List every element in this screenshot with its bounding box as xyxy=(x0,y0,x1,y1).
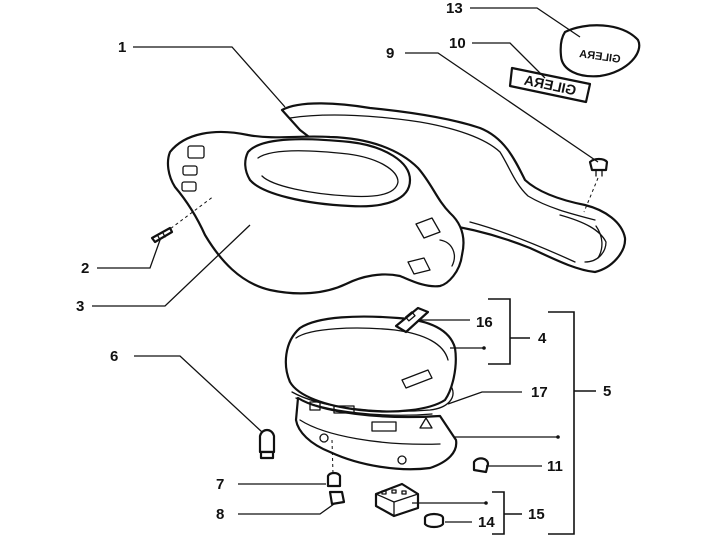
callout-4: 4 xyxy=(538,330,547,347)
callout-10: 10 xyxy=(449,35,466,52)
part-8-holder xyxy=(328,490,346,506)
callout-7: 7 xyxy=(216,476,224,493)
part-13-badge: GILERA xyxy=(559,24,641,78)
callout-17: 17 xyxy=(531,384,548,401)
callout-16: 16 xyxy=(476,314,493,331)
callout-3: 3 xyxy=(76,298,84,315)
part-16-small-cover xyxy=(394,306,430,334)
callout-9: 9 xyxy=(386,45,394,62)
callout-14: 14 xyxy=(478,514,495,531)
part-10-nameplate: GILERA xyxy=(508,66,592,104)
callout-15: 15 xyxy=(528,506,545,523)
callout-numbers: 1 2 3 6 9 10 13 16 4 5 17 7 8 11 15 14 xyxy=(76,0,611,531)
callout-8: 8 xyxy=(216,506,224,523)
part-4-instrument-cover xyxy=(284,315,457,413)
part-5-instrument-cluster xyxy=(294,396,458,471)
leader-lines xyxy=(92,7,599,535)
callout-11: 11 xyxy=(547,458,563,475)
callout-13: 13 xyxy=(446,0,463,17)
part-14-grommet xyxy=(423,512,445,529)
badge-text: GILERA xyxy=(578,48,621,66)
part-3-front-handlebar-cover xyxy=(166,130,465,295)
callout-1: 1 xyxy=(118,39,126,56)
callout-2: 2 xyxy=(81,260,89,277)
part-11-bulb xyxy=(472,457,490,474)
callout-5: 5 xyxy=(603,383,611,400)
part-9-clip xyxy=(583,157,609,213)
part-2-screw xyxy=(150,195,215,244)
callout-6: 6 xyxy=(110,348,118,365)
part-6-bulb xyxy=(258,428,276,460)
part-7-bulb xyxy=(326,439,342,488)
part-15-connector-block xyxy=(374,482,420,518)
